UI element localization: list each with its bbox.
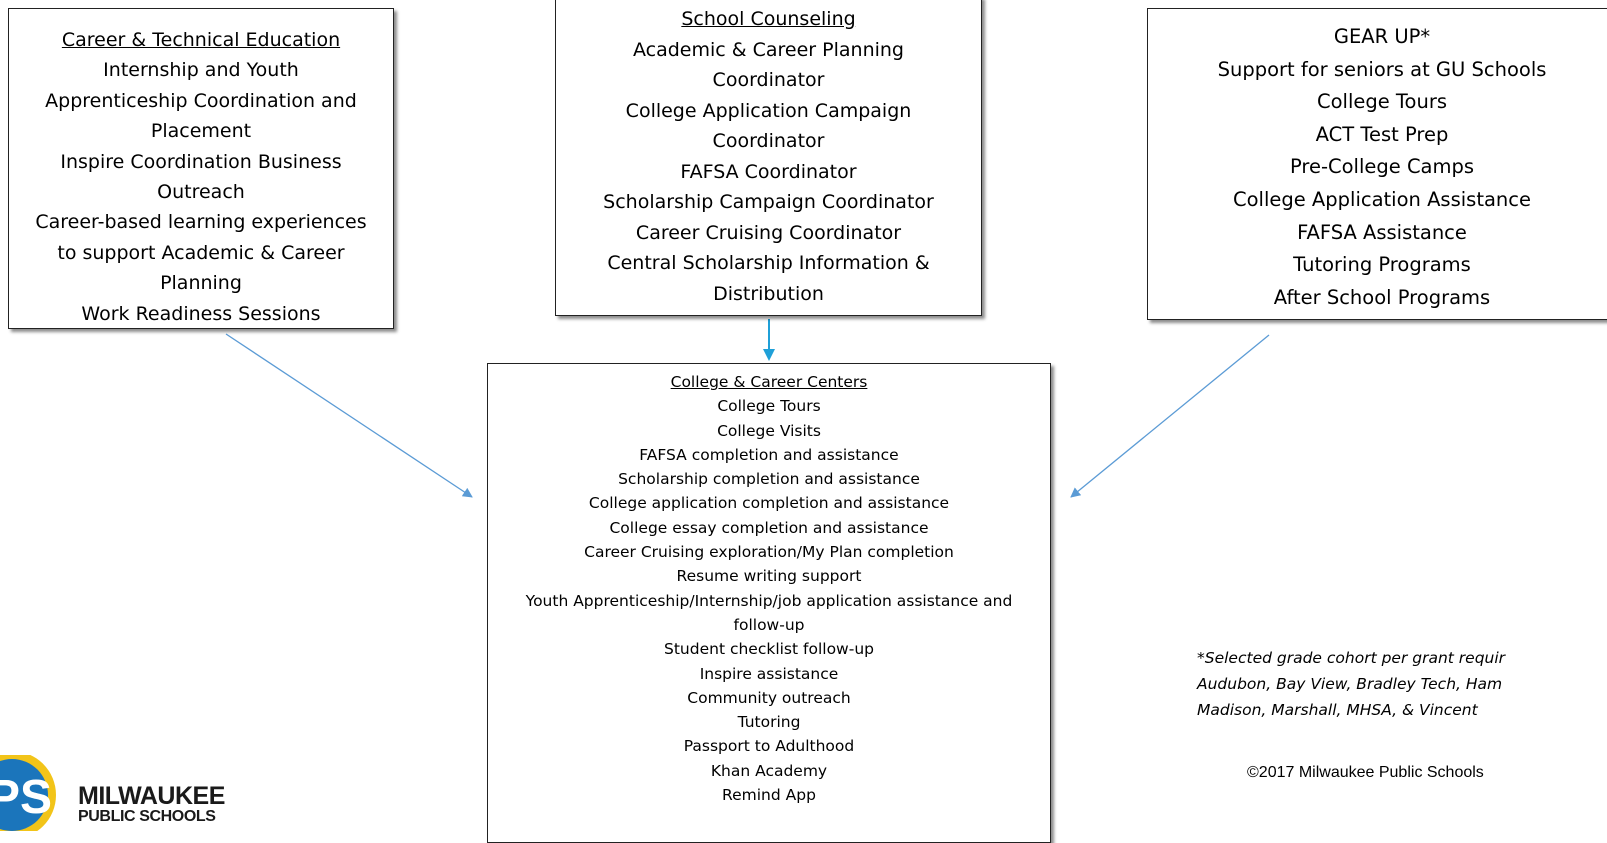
centers-box-line: Resume writing support	[676, 567, 862, 586]
grant-footnote: *Selected grade cohort per grant requir …	[1197, 645, 1505, 723]
counseling-box-line: Scholarship Campaign Coordinator	[603, 191, 934, 213]
college-career-centers-box: College & Career Centers College Tours C…	[487, 363, 1051, 843]
mps-logo-emblem: PS	[0, 755, 56, 831]
logo-name-line1: MILWAUKEE	[78, 782, 225, 810]
counseling-box-line: Career Cruising Coordinator	[635, 221, 902, 244]
gear-up-box-line: ACT Test Prep	[1315, 122, 1449, 146]
cte-box-line: Planning	[160, 272, 242, 295]
cte-box-line: Career-based learning experiences	[35, 211, 367, 234]
school-counseling-box: School Counseling Academic & Career Plan…	[555, 0, 982, 316]
arrow-gearup-to-centers	[1070, 334, 1270, 498]
gear-up-box-line: Support for seniors at GU Schools	[1217, 57, 1547, 81]
centers-box-line: Khan Academy	[710, 761, 828, 780]
cte-box-line: Apprenticeship Coordination and	[45, 89, 357, 112]
career-technical-education-box: Career & Technical Education Internship …	[8, 8, 394, 329]
cte-box-line: to support Academic & Career	[57, 241, 345, 264]
gear-up-box-line: FAFSA Assistance	[1297, 220, 1467, 244]
centers-box-line: Student checklist follow-up	[664, 640, 874, 659]
gear-up-box: GEAR UP* Support for seniors at GU Schoo…	[1147, 8, 1607, 320]
cte-box-title: Career & Technical Education	[61, 29, 341, 51]
cte-box-line: Inspire Coordination Business	[60, 150, 342, 173]
cte-box-line: Internship and Youth	[103, 59, 299, 82]
centers-box-line: Community outreach	[687, 688, 851, 707]
centers-box-line: Tutoring	[737, 713, 801, 732]
centers-box-line: follow-up	[733, 615, 805, 634]
counseling-box-line: Distribution	[713, 282, 824, 305]
centers-box-line: College essay completion and assistance	[609, 518, 929, 537]
logo-wordmark: MILWAUKEE PUBLIC SCHOOLS	[78, 783, 225, 825]
gear-up-box-line: College Tours	[1316, 90, 1448, 114]
counseling-box-line: FAFSA Coordinator	[680, 160, 857, 183]
centers-box-line: Youth Apprenticeship/Internship/job appl…	[525, 591, 1013, 610]
gear-up-box-title: GEAR UP*	[1333, 25, 1431, 48]
centers-box-line: College Visits	[717, 421, 821, 440]
footnote-line: Madison, Marshall, MHSA, & Vincent	[1197, 701, 1478, 719]
centers-box-line: Career Cruising exploration/My Plan comp…	[584, 543, 954, 562]
centers-box-line: Passport to Adulthood	[683, 737, 855, 756]
counseling-box-line: Academic & Career Planning	[632, 38, 904, 61]
centers-box-title: College & Career Centers	[670, 373, 868, 391]
cte-box-line: Work Readiness Sessions	[81, 302, 321, 325]
centers-box-line: Inspire assistance	[699, 664, 839, 683]
counseling-box-line: Central Scholarship Information &	[607, 252, 930, 274]
copyright-notice: ©2017 Milwaukee Public Schools	[1247, 764, 1484, 781]
centers-box-line: College application completion and assis…	[588, 494, 950, 513]
logo-emblem-letters: PS	[0, 771, 52, 824]
centers-box-line: Remind App	[722, 786, 816, 805]
counseling-box-line: Coordinator	[712, 69, 825, 91]
footnote-line: *Selected grade cohort per grant requir	[1197, 649, 1506, 667]
arrow-cte-to-centers	[225, 333, 473, 498]
cte-box-line: Placement	[150, 120, 252, 143]
gear-up-box-line: College Application Assistance	[1232, 187, 1531, 211]
counseling-box-line: College Application Campaign	[625, 99, 912, 122]
logo-name-line2: PUBLIC SCHOOLS	[78, 808, 216, 825]
footnote-line: Audubon, Bay View, Bradley Tech, Ham	[1197, 675, 1503, 693]
counseling-box-line: Coordinator	[712, 130, 825, 152]
centers-box-line: FAFSA completion and assistance	[639, 445, 899, 464]
counseling-box-title: School Counseling	[681, 8, 856, 30]
centers-box-line: Scholarship completion and assistance	[618, 470, 920, 489]
cte-box-line: Outreach	[157, 181, 245, 204]
centers-box-line: College Tours	[717, 397, 821, 416]
gear-up-box-line: Pre-College Camps	[1289, 155, 1475, 179]
gear-up-box-line: After School Programs	[1273, 285, 1491, 309]
gear-up-box-line: Tutoring Programs	[1293, 253, 1471, 277]
